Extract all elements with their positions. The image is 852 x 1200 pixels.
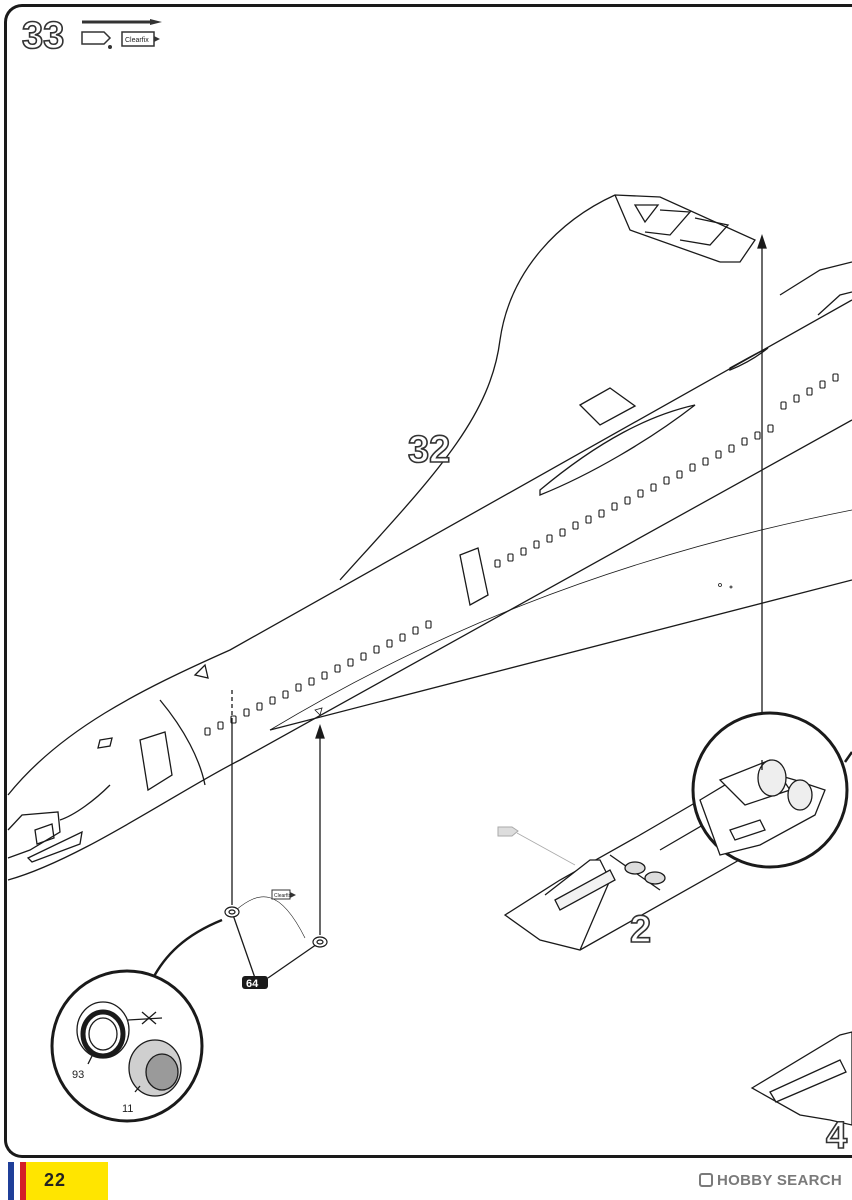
clearfix-small-label: Clearfix [274, 893, 291, 899]
detail-circle-lens [50, 969, 204, 1123]
clearfix-small-icon: Clearfix [271, 889, 296, 900]
page-number-box [26, 1162, 108, 1200]
flag-stripe-red [20, 1162, 26, 1200]
part-93-label: 93 [72, 1069, 84, 1081]
detail-tail-parts [699, 759, 826, 856]
cabin-windows-rear [494, 373, 839, 568]
instruction-panel-frame [4, 4, 852, 1158]
glue-pointer-line [516, 832, 576, 866]
page-number: 22 [44, 1170, 67, 1190]
flag-stripe-blue [8, 1162, 14, 1200]
part-11-label: 11 [122, 1103, 133, 1115]
paintbrush-icon [82, 19, 162, 25]
clearfix-tube-icon: Clearfix [121, 31, 160, 47]
hobby-search-logo-icon [698, 1173, 713, 1187]
delta-wing [339, 194, 852, 581]
part-64-tag [242, 976, 268, 989]
attachment-arrows [231, 233, 767, 979]
glue-tube-icon [81, 31, 112, 49]
watermark: HOBBY SEARCH [698, 1172, 842, 1189]
glue-tube-small-icon [497, 826, 519, 837]
page-footer [0, 1162, 852, 1200]
previous-step-reference: 32 [408, 429, 450, 471]
fuselage [7, 299, 852, 881]
sub-step-2-reference: 2 [630, 909, 651, 951]
sub-step-4-reference: 4 [826, 1115, 847, 1157]
watermark-text: HOBBY SEARCH [716, 1172, 842, 1189]
detail-lens-parts [76, 1001, 182, 1097]
partial-assembly-bottom-right [750, 1031, 852, 1126]
marker-dots [314, 583, 733, 716]
flag-stripe-white [14, 1162, 20, 1200]
cabin-windows-forward [204, 620, 432, 736]
part-64-lens [224, 906, 328, 948]
step-number: 33 [22, 15, 64, 57]
part-64-label: 64 [246, 978, 259, 990]
clearfix-label: Clearfix [125, 37, 149, 44]
